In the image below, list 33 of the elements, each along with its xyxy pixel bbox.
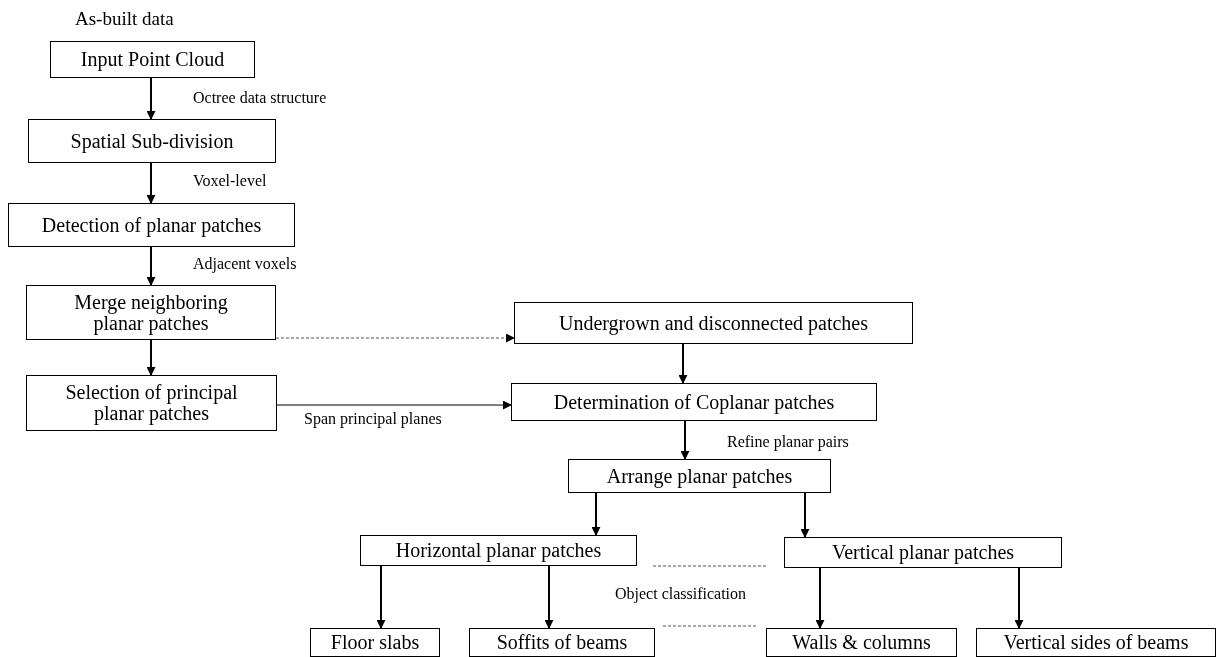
process-box: Vertical planar patches [784,537,1062,568]
input-caption: As-built data [75,8,174,30]
arrow [146,246,156,286]
process-box: Determination of Coplanar patches [511,383,877,421]
arrow [591,492,601,536]
edge-label: Span principal planes [304,410,442,428]
process-box: Soffits of beams [469,628,655,657]
arrow [678,343,688,384]
process-box: Undergrown and disconnected patches [514,302,913,344]
arrow [275,333,515,343]
process-box: Merge neighboring planar patches [26,285,276,340]
process-box: Detection of planar patches [8,203,295,247]
process-box: Arrange planar patches [568,459,831,493]
arrow [276,400,512,410]
arrow [815,567,825,629]
process-box: Vertical sides of beams [976,628,1216,657]
arrow [146,162,156,204]
edge-label: Refine planar pairs [727,433,849,451]
arrow [680,420,690,460]
arrow [146,77,156,120]
arrow [1014,567,1024,629]
annotation-text: Object classification [615,585,747,603]
arrow [544,565,554,629]
arrow [146,339,156,376]
process-box: Spatial Sub-division [28,119,276,163]
edge-label: Adjacent voxels [193,255,297,273]
arrow [800,492,810,538]
process-box: Horizontal planar patches [360,535,637,566]
process-box: Floor slabs [310,628,440,657]
process-box: Input Point Cloud [50,41,255,78]
process-box: Selection of principal planar patches [26,375,277,431]
process-box: Walls & columns [766,628,957,657]
arrow [376,565,386,629]
